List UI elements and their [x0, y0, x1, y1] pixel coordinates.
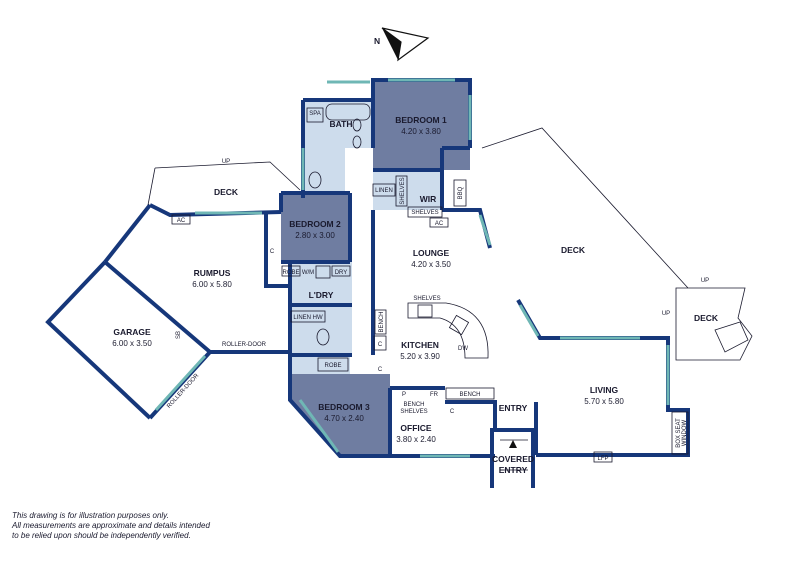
dw-label: DW — [458, 346, 468, 352]
room-dims-kitchen: 5.20 x 3.90 — [400, 352, 440, 361]
room-dims-bedroom3: 4.70 x 2.40 — [324, 414, 364, 423]
bench-shelves-line1: BENCH — [403, 402, 424, 408]
linen-label: LINEN — [375, 188, 393, 194]
c-office-label: C — [450, 409, 455, 415]
bench-vertical-label: BENCH — [379, 311, 385, 332]
bath-fill — [303, 100, 373, 198]
pantry-label: P — [402, 392, 406, 398]
lfp-label: LFP — [597, 456, 608, 462]
shelves-kitchen-label: SHELVES — [413, 296, 440, 302]
kitchen-island — [407, 302, 489, 359]
room-dims-lounge: 4.20 x 3.50 — [411, 260, 451, 269]
room-name-covered-entry-line2: ENTRY — [499, 465, 528, 475]
shelves-vertical-label: SHELVES — [400, 177, 406, 204]
room-name-bedroom1: BEDROOM 1 — [395, 115, 447, 125]
bench-shelves-line2: SHELVES — [400, 409, 427, 415]
linen-hw-label: LINEN HW — [293, 315, 323, 321]
entry-stairs — [500, 439, 528, 471]
compass-letter: N — [374, 36, 380, 46]
room-name-deck-east: DECK — [561, 245, 586, 255]
bath-fixtures — [306, 103, 371, 346]
up-deck-west-label: UP — [222, 159, 230, 165]
room-dims-office: 3.80 x 2.40 — [396, 435, 436, 444]
shelves-horizontal-label: SHELVES — [411, 210, 438, 216]
room-name-bedroom3: BEDROOM 3 — [318, 402, 370, 412]
dry-label: DRY — [335, 270, 348, 276]
north-arrow-icon: N — [374, 27, 430, 62]
c-hall2-label: C — [378, 367, 383, 373]
room-dims-garage: 6.00 x 3.50 — [112, 339, 152, 348]
room-fills — [281, 80, 470, 456]
room-name-covered-entry-line1: COVERED — [492, 454, 534, 464]
wir-fill — [397, 170, 442, 210]
box-seat-line2: WINDOW — [682, 420, 688, 447]
room-name-wir: WIR — [420, 194, 437, 204]
spa-label: SPA — [309, 111, 321, 117]
room-labels: BATH BEDROOM 1 4.20 x 3.80 WIR DECK BEDR… — [112, 115, 719, 475]
room-dims-bedroom2: 2.80 x 3.00 — [295, 231, 335, 240]
room-name-entry: ENTRY — [499, 403, 528, 413]
up-deck-small-left-label: UP — [662, 311, 670, 317]
windows — [154, 78, 670, 458]
sb-label: SB — [176, 331, 182, 339]
linen-fill — [373, 170, 397, 210]
bedroom3-fill — [290, 374, 390, 456]
disclaimer-line-3: to be relied upon should be independentl… — [12, 531, 191, 540]
room-name-kitchen: KITCHEN — [401, 340, 439, 350]
bench-kitchen-label: BENCH — [459, 392, 480, 398]
room-dims-living: 5.70 x 5.80 — [584, 397, 624, 406]
disclaimer-line-2: All measurements are approximate and det… — [12, 521, 210, 530]
robe-bed3-label: ROBE — [324, 363, 341, 369]
room-name-deck-west: DECK — [214, 187, 239, 197]
room-name-office: OFFICE — [400, 423, 431, 433]
up-deck-small-top-label: UP — [701, 278, 709, 284]
wm-label: W/M — [302, 270, 314, 276]
disclaimer-text: This drawing is for illustration purpose… — [12, 511, 272, 541]
c-hall1-label: C — [378, 342, 383, 348]
room-name-bath: BATH — [330, 119, 353, 129]
bbq-label: BBQ — [458, 186, 464, 199]
room-name-living: LIVING — [590, 385, 619, 395]
roller-door-1-label: ROLLER-DOOR — [222, 342, 267, 348]
room-name-laundry: L'DRY — [309, 290, 334, 300]
bedroom2-fill — [281, 193, 350, 262]
deck-outlines — [147, 127, 753, 361]
room-name-lounge: LOUNGE — [413, 248, 450, 258]
room-name-deck-small: DECK — [694, 313, 719, 323]
room-dims-bedroom1: 4.20 x 3.80 — [401, 127, 441, 136]
laundry-fill — [290, 262, 352, 355]
disclaimer-line-1: This drawing is for illustration purpose… — [12, 511, 169, 520]
room-name-garage: GARAGE — [113, 327, 151, 337]
room-name-rumpus: RUMPUS — [194, 268, 231, 278]
robe-bed2-label: ROBE — [282, 270, 299, 276]
fridge-label: FR — [430, 392, 439, 398]
room-dims-rumpus: 6.00 x 5.80 — [192, 280, 232, 289]
ac-rumpus-label: AC — [177, 218, 186, 224]
bedroom1-fill — [373, 80, 470, 170]
c-rumpus-label: C — [270, 249, 275, 255]
room-name-bedroom2: BEDROOM 2 — [289, 219, 341, 229]
box-seat-line1: BOX SEAT — [676, 418, 682, 448]
ac-lounge-label: AC — [435, 221, 444, 227]
robe3-fill — [290, 355, 350, 374]
